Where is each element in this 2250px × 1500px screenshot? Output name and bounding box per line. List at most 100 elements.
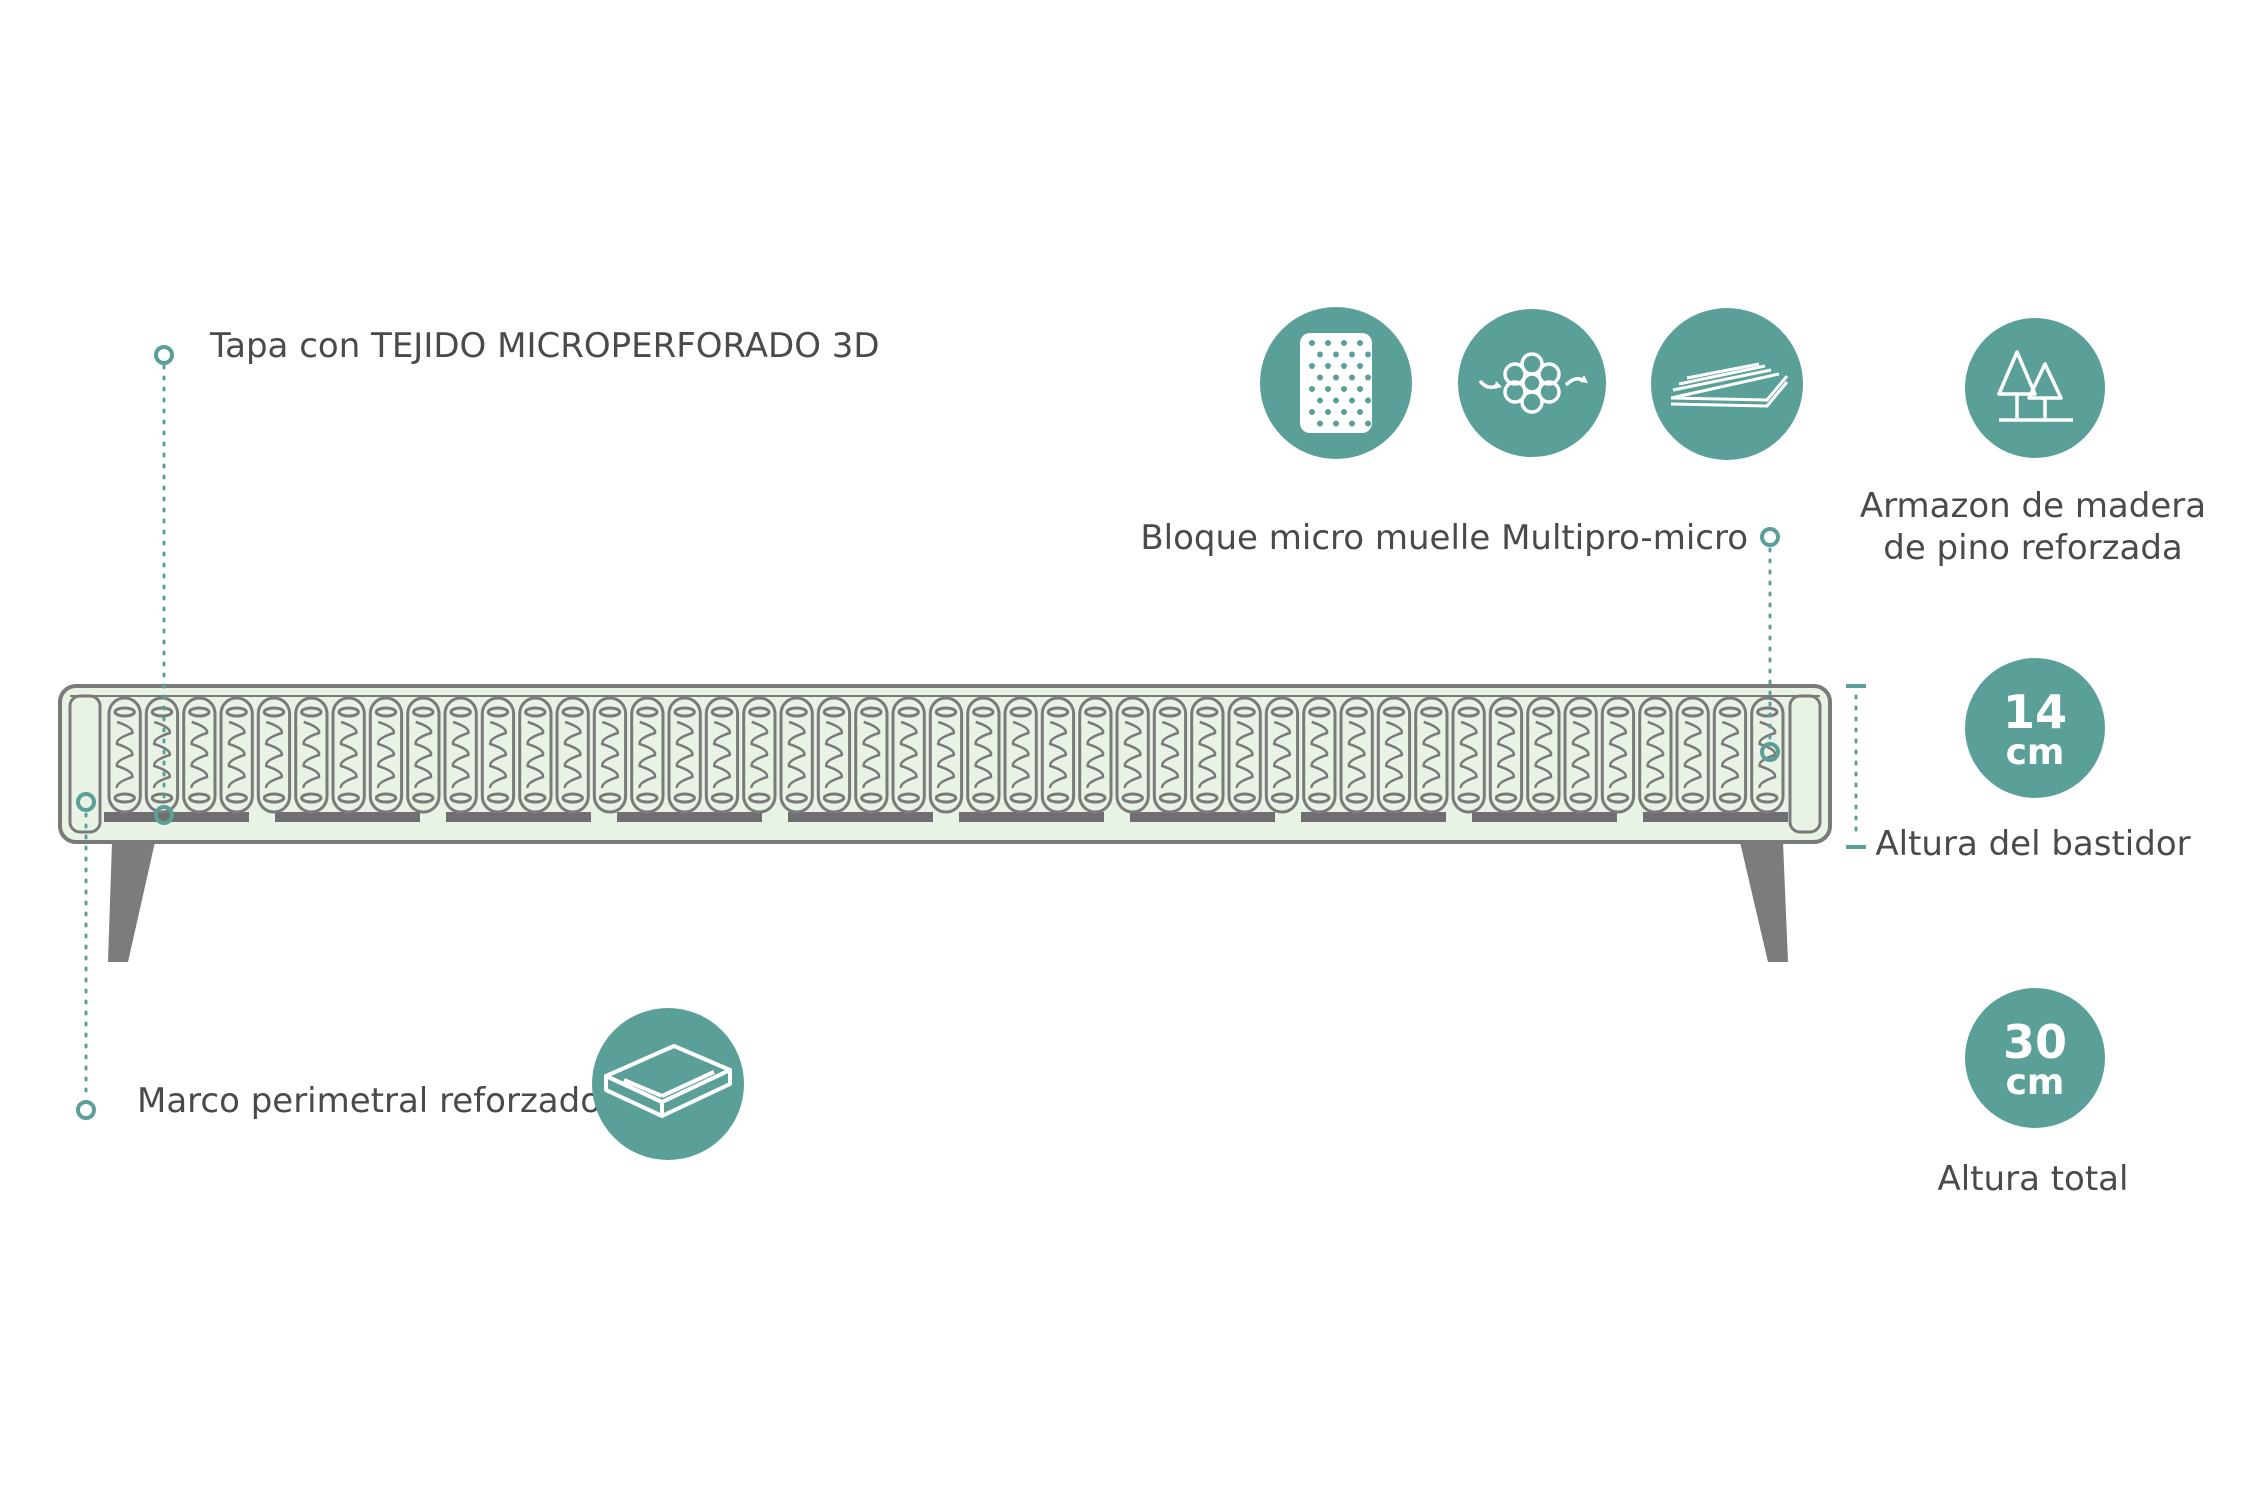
spring (406, 696, 441, 814)
layers-icon (1651, 308, 1803, 460)
bastidor-height-value: 14 (2003, 685, 2067, 739)
perforation-dot (1309, 340, 1315, 346)
slat (1472, 812, 1617, 822)
perforation-dot (1317, 351, 1323, 358)
perforation-dot (1349, 420, 1355, 427)
spring (219, 696, 254, 814)
total-height-unit: cm (2006, 1062, 2065, 1103)
bloque-marker (1760, 527, 1780, 547)
right-end-cap (1788, 694, 1822, 834)
perforation-dot (1341, 340, 1347, 346)
trees-icon (1965, 318, 2105, 458)
spring (1078, 696, 1113, 814)
perforated-fabric-icon (1260, 307, 1412, 459)
slat (1130, 812, 1275, 822)
mattress-frame-icon (592, 1008, 744, 1160)
perforation-dot (1357, 386, 1363, 392)
spring (1488, 696, 1524, 814)
perforation-dot (1333, 420, 1339, 427)
right-leg (1740, 842, 1788, 962)
marco-start-marker (76, 792, 96, 812)
altura-total-label: Altura total (1938, 1159, 2129, 1199)
spring (742, 696, 777, 814)
spring (630, 696, 665, 814)
perforation-dot (1341, 409, 1347, 415)
spring (1264, 696, 1300, 814)
armazon-label-line2: de pino reforzada (1883, 528, 2183, 568)
bastidor-height-badge: 14 cm (1965, 658, 2105, 798)
armazon-label-line1: Armazon de madera (1860, 486, 2206, 526)
perforation-dot (1349, 397, 1355, 404)
spring (331, 696, 366, 814)
spring (1302, 696, 1337, 814)
spring (480, 696, 516, 814)
spring (1003, 696, 1038, 814)
spring (816, 696, 852, 814)
marco-label: Marco perimetral reforzado (137, 1081, 601, 1121)
spring (1750, 696, 1785, 814)
spring (107, 696, 142, 814)
perforation-dot (1365, 374, 1371, 381)
slat (617, 812, 762, 822)
spring (1638, 696, 1673, 814)
spring (1040, 696, 1076, 814)
slat (959, 812, 1104, 822)
spring (368, 696, 404, 814)
spring (1600, 696, 1636, 814)
perforation-dot (1325, 386, 1331, 392)
spring (1712, 696, 1748, 814)
spring (555, 696, 590, 814)
spring (667, 696, 702, 814)
slats (104, 812, 1788, 822)
spring (891, 696, 926, 814)
perforation-dot (1341, 386, 1347, 392)
spring (1675, 696, 1710, 814)
bastidor-height-unit: cm (2006, 732, 2065, 773)
perforation-dot (1341, 363, 1347, 369)
bloque-callout: Bloque micro muelle Multipro-micro (1140, 518, 1780, 762)
total-height-badge: 30 cm (1965, 988, 2105, 1128)
slat (788, 812, 933, 822)
perforation-dot (1325, 409, 1331, 415)
perforation-dot (1317, 420, 1323, 427)
slat (104, 812, 249, 822)
perforation-dot (1309, 409, 1315, 415)
perforation-dot (1325, 363, 1331, 369)
perforation-dot (1349, 374, 1355, 381)
slat (446, 812, 591, 822)
perforation-dot (1309, 386, 1315, 392)
spring (928, 696, 964, 814)
spring (592, 696, 628, 814)
spring (854, 696, 889, 814)
left-leg (108, 842, 155, 962)
perforation-dot (1317, 397, 1323, 404)
bloque-label: Bloque micro muelle Multipro-micro (1140, 518, 1748, 558)
total-height-value: 30 (2003, 1015, 2067, 1069)
spring (294, 696, 329, 814)
height-bracket (1846, 684, 1866, 849)
perforation-dot (1333, 351, 1339, 358)
perforation-dot (1357, 363, 1363, 369)
spring (1339, 696, 1374, 814)
spring (704, 696, 740, 814)
perforation-dot (1357, 340, 1363, 346)
spring (256, 696, 292, 814)
tapa-callout: Tapa con TEJIDO MICROPERFORADO 3D (154, 326, 880, 825)
spring (1414, 696, 1449, 814)
spring (1451, 696, 1486, 814)
perforation-dot (1317, 374, 1323, 381)
perforation-dot (1349, 351, 1355, 358)
spring (1115, 696, 1150, 814)
spring (1227, 696, 1262, 814)
altura-bastidor-label: Altura del bastidor (1875, 824, 2190, 864)
tapa-marker (154, 345, 174, 365)
marco-marker (76, 1100, 96, 1120)
spring (966, 696, 1001, 814)
spring (1563, 696, 1598, 814)
spring (779, 696, 814, 814)
perforation-dot (1309, 363, 1315, 369)
slat (1301, 812, 1446, 822)
marco-callout: Marco perimetral reforzado (76, 792, 601, 1121)
bed-base (58, 684, 1832, 962)
perforation-dot (1333, 397, 1339, 404)
